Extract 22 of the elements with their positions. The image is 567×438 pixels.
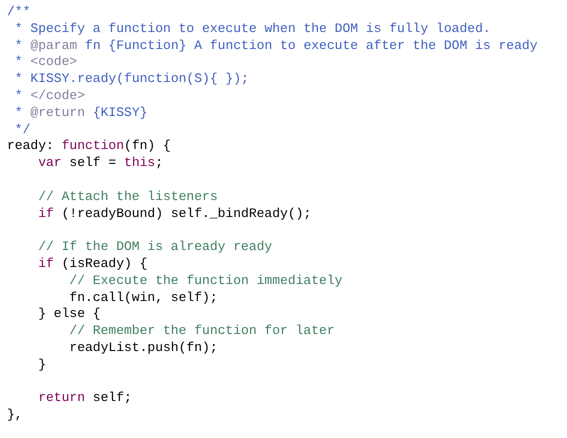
code-comment-line: // Attach the listeners	[38, 188, 218, 205]
code-line: ready: function(fn) {	[7, 138, 171, 154]
code-line: return self;	[38, 390, 132, 406]
code-comment-line: /**	[7, 4, 30, 20]
code-line: fn.call(win, self);	[69, 290, 218, 306]
code-line: if (isReady) {	[38, 256, 148, 272]
code-comment-line: * Specify a function to execute when the DOM is fully loaded.	[14, 20, 491, 37]
code-line: }	[38, 356, 46, 373]
code-comment-line: * <code>	[14, 54, 78, 70]
code-comment-line: * </code>	[14, 88, 86, 104]
code-line: var self = this;	[38, 155, 164, 172]
code-comment-line: // Remember the function for later	[69, 323, 335, 340]
code-comment-line: // Execute the function immediately	[69, 272, 342, 289]
code-comment-line: * @param fn {Function} A function to execute after the DOM is ready	[14, 38, 538, 54]
code-comment-line: * KISSY.ready(function(S){ });	[14, 71, 249, 88]
code-line: readyList.push(fn);	[69, 340, 218, 356]
code-line: },	[7, 407, 23, 424]
code-line: } else {	[38, 306, 101, 322]
code-comment-line: */	[14, 122, 30, 138]
code-comment-line: // If the DOM is already ready	[38, 239, 272, 256]
code-comment-line: * @return {KISSY}	[14, 104, 148, 121]
code-line: if (!readyBound) self._bindReady();	[38, 206, 312, 222]
